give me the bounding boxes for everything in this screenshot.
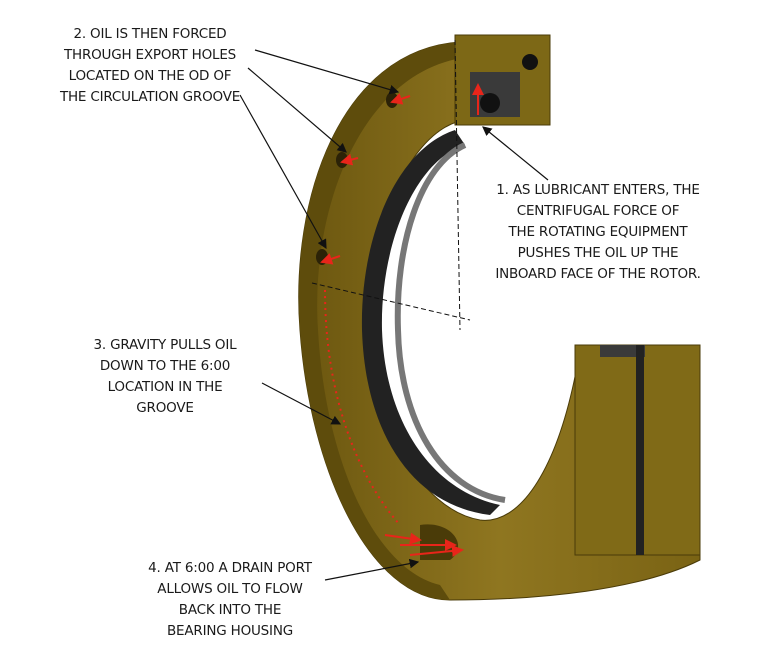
callout-line: BACK INTO THE (178, 602, 282, 618)
callout-step2: 2. OIL IS THEN FORCED THROUGH EXPORT HOL… (40, 24, 260, 108)
callout-line: 3. GRAVITY PULLS OIL (93, 337, 237, 353)
callout-line: PUSHES THE OIL UP THE (517, 245, 679, 261)
rotor-seal (600, 345, 645, 357)
leader-line-step3 (261, 382, 342, 425)
oil-flow-arrows (320, 83, 484, 557)
o-ring (522, 54, 538, 70)
callout-line: DOWN TO THE 6:00 (99, 358, 231, 374)
callout-line: THE CIRCULATION GROOVE (59, 89, 241, 105)
callout-step1: 1. AS LUBRICANT ENTERS, THE CENTRIFUGAL … (488, 180, 708, 285)
callout-line: LOCATED ON THE OD OF (68, 68, 232, 84)
leader-line-step2 (239, 94, 327, 250)
leader-line-step1 (482, 126, 549, 181)
export-hole (316, 249, 328, 265)
callout-line: THROUGH EXPORT HOLES (63, 47, 237, 63)
inner-ring-groove (394, 142, 506, 503)
centerlines (311, 39, 471, 331)
callout-line: 4. AT 6:00 A DRAIN PORT (148, 560, 312, 576)
callout-line: THE ROTATING EQUIPMENT (508, 224, 688, 240)
leader-line-step4 (324, 558, 420, 581)
callout-step3: 3. GRAVITY PULLS OIL DOWN TO THE 6:00 LO… (75, 335, 255, 419)
leader-line-step2 (247, 67, 347, 153)
inner-gasket (361, 130, 500, 515)
callout-step4: 4. AT 6:00 A DRAIN PORT ALLOWS OIL TO FL… (125, 558, 335, 642)
o-ring (480, 93, 500, 113)
callout-line: GROOVE (136, 400, 194, 416)
callout-line: LOCATION IN THE (107, 379, 223, 395)
callout-line: BEARING HOUSING (166, 623, 293, 639)
leader-line-step2 (254, 49, 400, 95)
callout-line: CENTRIFUGAL FORCE OF (516, 203, 680, 219)
ring-outer-face (298, 42, 462, 600)
callout-line: INBOARD FACE OF THE ROTOR. (495, 266, 701, 282)
callout-line: 1. AS LUBRICANT ENTERS, THE (496, 182, 700, 198)
callout-line: ALLOWS OIL TO FLOW (157, 581, 303, 597)
callout-line: 2. OIL IS THEN FORCED (73, 26, 227, 42)
